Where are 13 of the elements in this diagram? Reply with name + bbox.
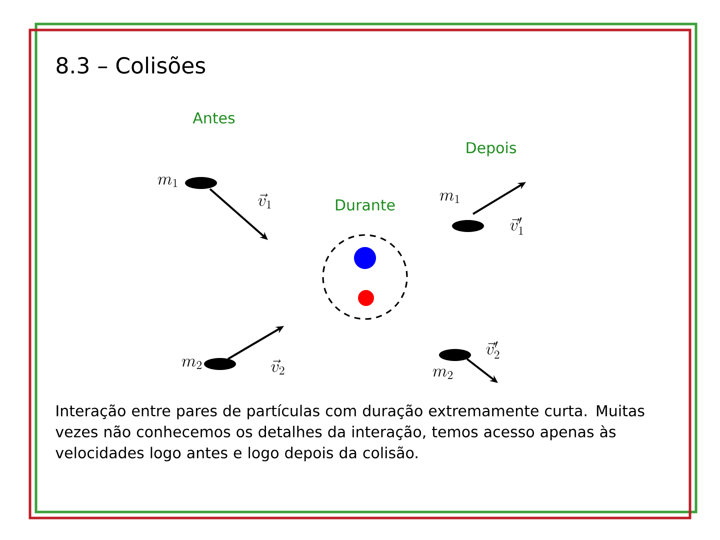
symbol-label: $\vec{v}_1'$ [510,217,523,235]
symbol-label: $\vec{v}_2'$ [486,341,500,359]
caption: Interação entre pares de partículas com duração extremamente curta. Muitas vezes não conhecemos os detalhes da interação, temos acesso apenas às velocidades logo antes e logo depois da colisão. [56,404,644,462]
symbol-label: $m_1$ [440,192,460,203]
stage-label: Depois [466,142,516,156]
stage-label: Antes [192,112,235,124]
title: 8.3 – Colisões [56,56,206,74]
symbol-label: $m_1$ [158,176,178,187]
stage-label: Durante [336,199,395,211]
symbol-label: $\vec{v}_1$ [258,194,271,208]
symbol-label: $m_2$ [182,358,202,369]
symbol-label: $m_2$ [432,368,452,379]
symbol-label: $\vec{v}_2$ [271,360,284,374]
